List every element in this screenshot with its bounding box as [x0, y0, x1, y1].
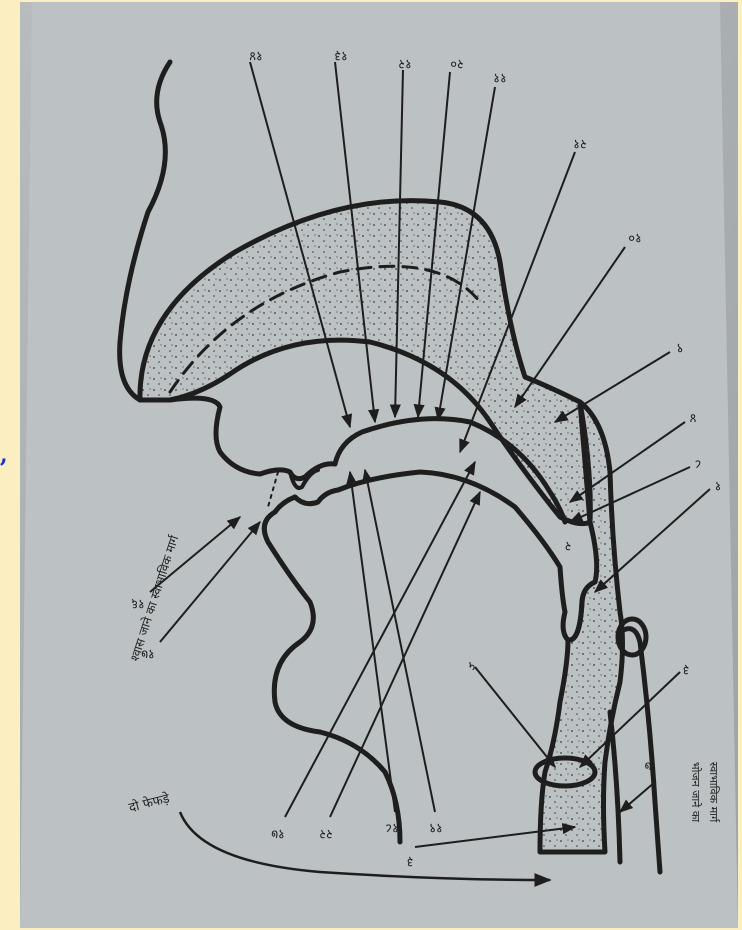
label-22: २२ — [319, 826, 333, 841]
label-4: ४ — [689, 410, 696, 425]
label-11: ११ — [493, 70, 507, 85]
label-5-side: ५ — [468, 658, 475, 673]
label-2-side: २ — [565, 538, 572, 553]
caption-food-path-2: स्वाभाविक मार्ग — [707, 762, 720, 823]
label-7-side: ७ — [644, 758, 651, 773]
label-9: ९ — [677, 340, 684, 355]
label-10: १० — [628, 230, 642, 245]
label-21: २१ — [573, 136, 587, 151]
paper-sheet — [20, 2, 738, 928]
label-18: १८ — [385, 820, 399, 835]
label-17-bottom: १७ — [271, 826, 285, 841]
label-3-bottom: ३ — [407, 854, 414, 869]
label-20: २० — [450, 56, 464, 71]
diagram-photo: १४ १३ १२ २० ११ २१ १० ९ ४ ८ १ ३ ७ ५ २ १६ … — [20, 2, 738, 928]
label-13: १३ — [334, 48, 348, 63]
vocal-tract-diagram: १४ १३ १२ २० ११ २१ १० ९ ४ ८ १ ३ ७ ५ २ १६ … — [20, 2, 738, 928]
margin-mark: , — [0, 443, 14, 467]
label-19: १९ — [429, 820, 443, 835]
caption-food-path-1: भोजन जाने का — [689, 762, 702, 822]
label-14: १४ — [249, 48, 263, 63]
label-1: १ — [715, 478, 722, 493]
label-3-side: ३ — [683, 662, 690, 677]
label-8: ८ — [694, 456, 701, 471]
label-12: १२ — [398, 56, 412, 71]
